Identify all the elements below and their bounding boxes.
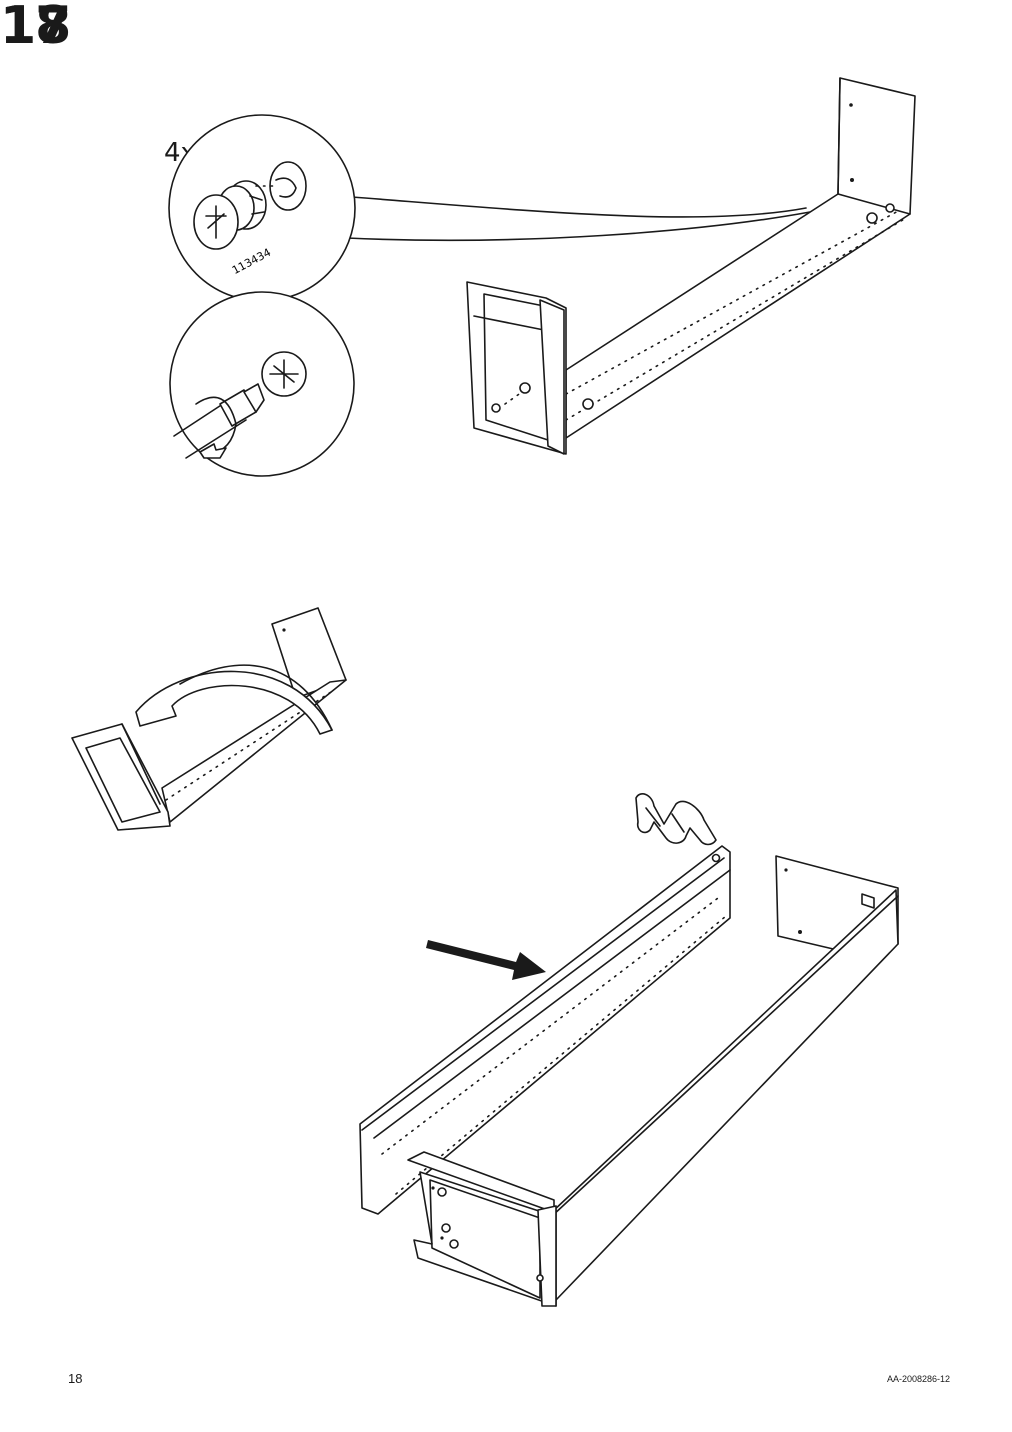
press-hand-icon	[635, 793, 717, 846]
cam-lock-head-icon	[261, 351, 307, 397]
step-18-number: 18	[0, 0, 71, 56]
flip-cabinet-illustration	[71, 607, 347, 831]
page-number: 18	[68, 1371, 83, 1386]
insert-direction-arrow-icon	[426, 940, 546, 980]
cam-lock-icon	[193, 180, 267, 250]
cabinet-frame-step17	[466, 77, 916, 455]
screwdriver-detail-callout	[169, 291, 355, 477]
document-code: AA-2008286-12	[886, 1374, 950, 1384]
panel-hole-icon	[255, 161, 307, 211]
cabinet-step18	[359, 845, 899, 1307]
rotate-arrow-icon	[199, 443, 227, 459]
step-17-number: 17	[0, 0, 71, 56]
cam-lock-detail-callout: 113434	[168, 114, 811, 302]
